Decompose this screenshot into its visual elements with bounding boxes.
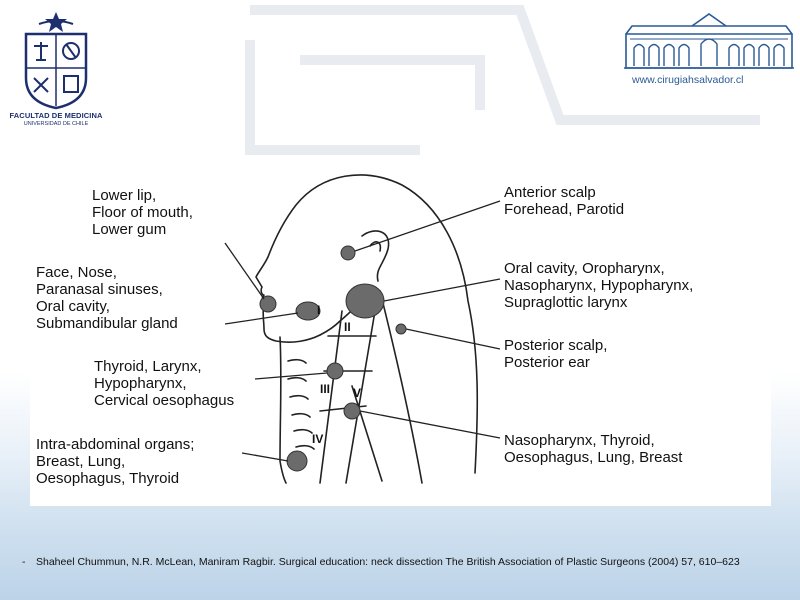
head-neck-drawing [224, 174, 501, 484]
level-iv-label: IV [312, 432, 324, 446]
level-iii-label: III [320, 382, 331, 396]
faculty-name: FACULTAD DE MEDICINA [9, 111, 103, 120]
label-nasopharynx-thyroid: Nasopharynx, Thyroid, Oesophagus, Lung, … [504, 432, 683, 466]
label-intra-abdominal: Intra-abdominal organs; Breast, Lung, Oe… [36, 436, 195, 487]
website-url: www.cirugiahsalvador.cl [632, 74, 744, 86]
university-seal-logo [24, 12, 88, 110]
label-posterior-scalp: Posterior scalp, Posterior ear [504, 337, 608, 371]
hospital-building-logo [624, 13, 794, 69]
label-thyroid-larynx: Thyroid, Larynx, Hypopharynx, Cervical o… [94, 358, 235, 409]
label-lower-lip: Lower lip, Floor of mouth, Lower gum [92, 187, 193, 238]
level-i-label: I [317, 303, 321, 317]
label-anterior-scalp: Anterior scalp Forehead, Parotid [504, 184, 625, 218]
label-oral-cavity: Oral cavity, Oropharynx, Nasopharynx, Hy… [504, 260, 694, 311]
citation-bullet: - [22, 556, 26, 568]
citation: -Shaheel Chummun, N.R. McLean, Maniram R… [22, 556, 740, 568]
label-face-nose: Face, Nose, Paranasal sinuses, Oral cavi… [36, 264, 178, 332]
level-ii-label: II [344, 320, 351, 334]
citation-text: Shaheel Chummun, N.R. McLean, Maniram Ra… [36, 556, 740, 568]
university-name: UNIVERSIDAD DE CHILE [23, 121, 89, 127]
neck-lymph-node-diagram: Lower lip, Floor of mouth, Lower gum Fac… [30, 161, 771, 506]
level-v-label: V [353, 386, 362, 400]
